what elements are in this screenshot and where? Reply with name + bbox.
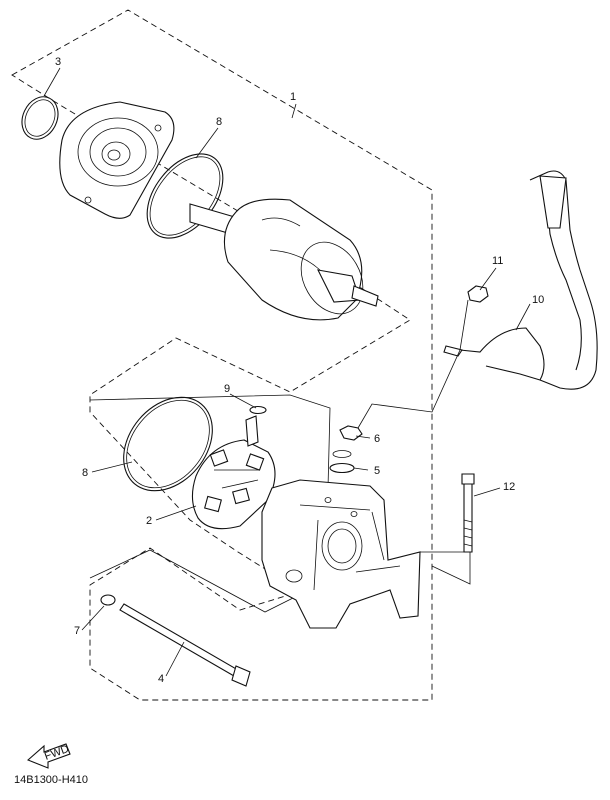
brush-section-boundary [89, 394, 331, 613]
callout-12: 12 [503, 481, 515, 493]
washer-5 [329, 462, 355, 474]
callout-5: 5 [374, 465, 380, 477]
nut-11 [467, 285, 489, 303]
front-cover [59, 101, 175, 219]
bolt-12 [461, 473, 475, 553]
callout-7: 7 [74, 625, 80, 637]
callout-8-lower: 8 [82, 467, 88, 479]
callout-9: 9 [224, 383, 230, 395]
connector-lines [357, 299, 471, 585]
o-ring-3 [21, 96, 59, 140]
document-code: 14B1300-H410 [14, 774, 89, 786]
o-ring-8-lower [123, 396, 213, 492]
callout-4: 4 [158, 673, 164, 685]
nut-6 [339, 425, 363, 441]
lead-wire-10 [443, 170, 598, 390]
callout-8-upper: 8 [216, 116, 222, 128]
rear-housing [261, 479, 421, 629]
callout-11: 11 [492, 255, 503, 267]
bolt-4 [119, 603, 251, 687]
callout-3: 3 [55, 56, 61, 68]
callout-6: 6 [374, 433, 380, 445]
assembly-boundary [11, 9, 433, 701]
washer-7 [100, 594, 116, 606]
callout-10: 10 [532, 294, 544, 306]
brush-holder [191, 415, 276, 530]
svg-text:FWD: FWD [43, 743, 71, 763]
leader-lines [43, 67, 531, 677]
callout-1: 1 [290, 91, 296, 103]
armature [189, 198, 379, 321]
callout-2: 2 [146, 515, 152, 527]
washer-9 [249, 405, 267, 415]
fwd-arrow-icon: FWD [26, 743, 71, 769]
